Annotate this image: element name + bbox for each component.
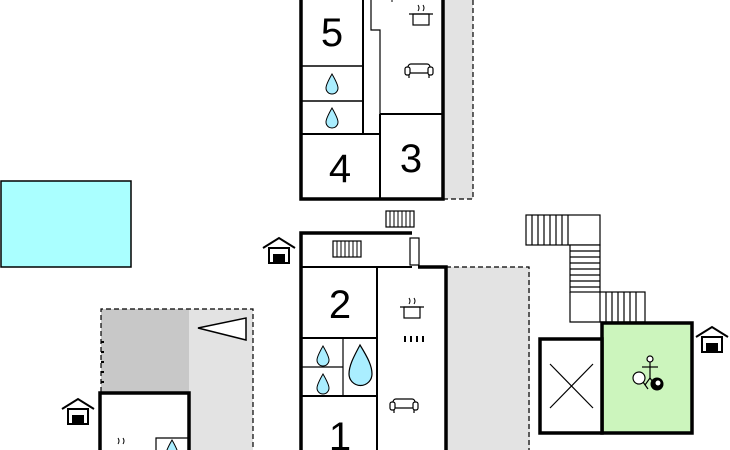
sofa-icon xyxy=(404,63,434,79)
garage-door-marks xyxy=(101,341,104,383)
open-void-cross xyxy=(549,363,594,409)
left-building-pot-steam xyxy=(117,437,125,445)
water-drop-icon xyxy=(316,373,330,395)
radiator-icon xyxy=(385,210,415,228)
water-drop-icon xyxy=(165,439,179,450)
stairs-icon xyxy=(525,214,646,323)
garage xyxy=(101,309,189,392)
cooking-pot-icon xyxy=(408,4,434,26)
left-building xyxy=(98,391,191,450)
radiator-icon xyxy=(332,240,362,258)
cooking-pot-icon xyxy=(399,297,425,319)
billiard-ball-icon xyxy=(650,377,664,391)
room-number-2: 2 xyxy=(329,283,351,327)
terrace-lower xyxy=(446,267,530,450)
water-drop-icon-large xyxy=(348,343,373,387)
room-number-1: 1 xyxy=(329,415,351,450)
water-drop-icon xyxy=(325,73,339,95)
upper-building xyxy=(299,0,445,201)
table-tennis-icon xyxy=(632,371,649,390)
house-icon xyxy=(695,326,729,353)
terrace-lower-outline xyxy=(446,266,530,450)
terrace-left-outline xyxy=(100,308,254,450)
games-room xyxy=(600,321,694,435)
terrace-upper xyxy=(443,0,473,199)
sofa-icon xyxy=(389,398,419,414)
stove-marks xyxy=(404,336,424,342)
house-icon xyxy=(61,398,95,425)
pool xyxy=(0,180,132,268)
left-building-inner-wall xyxy=(155,437,189,450)
room-number-4: 4 xyxy=(329,147,351,191)
water-drop-icon xyxy=(325,107,339,129)
water-drop-icon xyxy=(316,345,330,367)
house-icon xyxy=(262,237,296,264)
parking-sign xyxy=(197,317,247,341)
room-number-5: 5 xyxy=(321,11,343,55)
room-number-3: 3 xyxy=(400,137,422,181)
terrace-upper-outline xyxy=(443,0,474,200)
lower-building xyxy=(299,231,448,450)
